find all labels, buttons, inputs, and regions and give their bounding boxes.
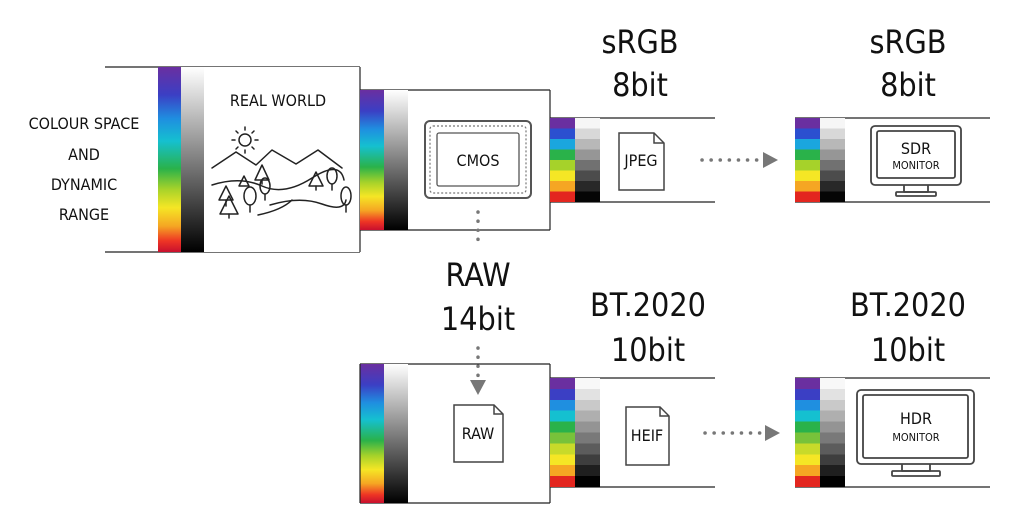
bt2020-heif-bitdepth: 10bit	[611, 331, 685, 369]
heif-label: HEIF	[631, 426, 663, 445]
cmos-label: CMOS	[457, 151, 500, 170]
hdr-spectrum-bar	[795, 378, 820, 487]
hdr-grayscale-bar	[820, 378, 845, 487]
srgb-jpeg-colourspace: sRGB	[601, 23, 678, 61]
real-world-spectrum-bar	[158, 67, 181, 252]
cmos-sensor-icon	[424, 120, 532, 199]
hdr-monitor-label: HDR	[900, 409, 932, 428]
sdr-monitor-icon	[870, 125, 962, 197]
bt2020-hdr-colourspace: BT.2020	[850, 286, 966, 324]
sdr-monitor-label: SDR	[901, 139, 931, 158]
bt2020-heif-colourspace: BT.2020	[590, 286, 706, 324]
svg-text:COLOUR SPACE: COLOUR SPACE	[29, 114, 140, 133]
raw-spectrum-bar	[360, 364, 384, 503]
hdr-monitor-sublabel: MONITOR	[892, 431, 939, 444]
cmos-to-raw-arrow	[470, 210, 486, 395]
heif-spectrum-bar	[550, 378, 575, 487]
svg-text:DYNAMIC: DYNAMIC	[51, 175, 117, 194]
srgb-sdr-colourspace: sRGB	[869, 23, 946, 61]
raw-file-icon	[453, 404, 504, 463]
srgb-sdr-bitdepth: 8bit	[880, 66, 936, 104]
jpeg-grayscale-bar	[575, 118, 600, 202]
hdr-monitor-icon	[856, 389, 975, 477]
raw-bitdepth-label: 14bit	[441, 300, 515, 338]
heif-grayscale-bar	[575, 378, 600, 487]
real-world-label: REAL WORLD	[230, 91, 326, 110]
landscape-icon	[211, 126, 352, 219]
real-world-panel	[204, 67, 360, 252]
sdr-monitor-sublabel: MONITOR	[892, 159, 939, 172]
colour-space-label: COLOUR SPACE AND DYNAMIC RANGE	[29, 114, 140, 224]
cmos-grayscale-bar	[384, 90, 408, 230]
raw-file-label: RAW	[462, 424, 495, 443]
heif-file-icon	[625, 406, 670, 466]
jpeg-file-icon	[618, 132, 665, 191]
svg-text:RANGE: RANGE	[59, 205, 109, 224]
sdr-grayscale-bar	[820, 118, 845, 202]
cmos-spectrum-bar	[360, 90, 384, 230]
jpeg-spectrum-bar	[550, 118, 575, 202]
srgb-jpeg-bitdepth: 8bit	[612, 66, 668, 104]
svg-text:AND: AND	[68, 145, 100, 164]
bt2020-hdr-bitdepth: 10bit	[871, 331, 945, 369]
raw-grayscale-bar	[384, 364, 408, 503]
real-world-grayscale-bar	[181, 67, 204, 252]
heif-to-hdr-arrow	[703, 425, 780, 441]
jpeg-to-sdr-arrow	[700, 152, 778, 168]
sdr-spectrum-bar	[795, 118, 820, 202]
raw-format-label: RAW	[445, 256, 510, 294]
jpeg-label: JPEG	[623, 151, 657, 170]
